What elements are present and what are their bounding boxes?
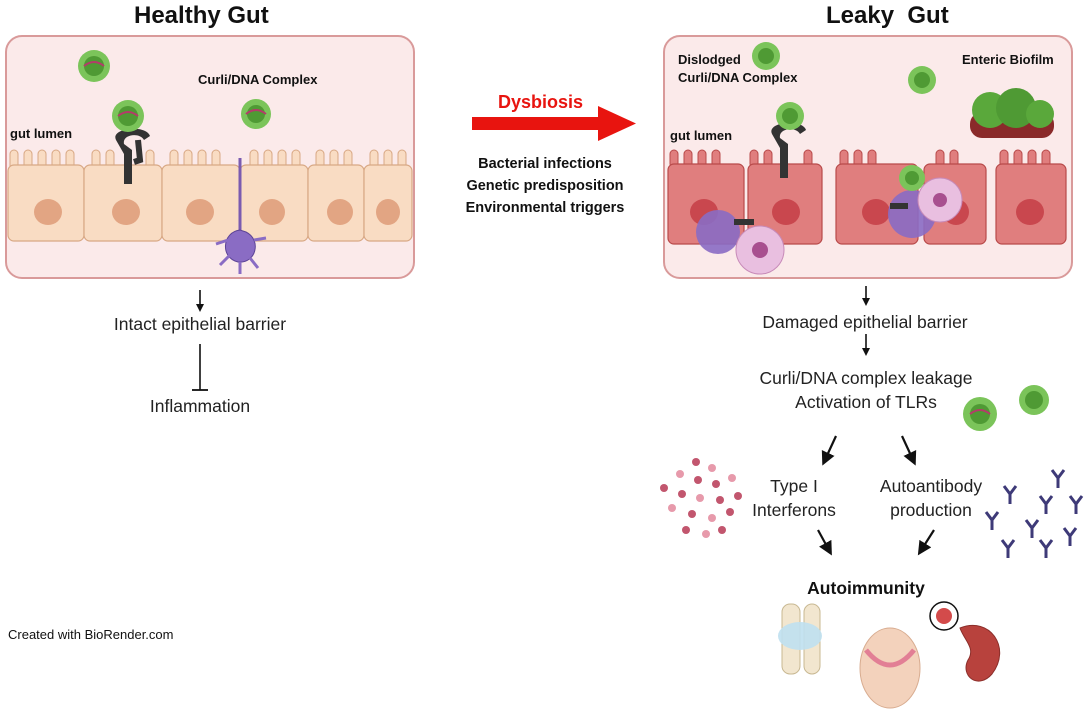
healthy-gut-lumen-label: gut lumen [10, 126, 73, 141]
leaked-curli-icon [963, 385, 1049, 431]
intact-barrier-label: Intact epithelial barrier [113, 314, 287, 334]
healthy-gut-title: Healthy Gut [134, 2, 269, 29]
cause-bacterial-infections: Bacterial infections [478, 156, 612, 172]
curli-dna-complex-icon [78, 50, 271, 132]
leaky-flow-arrows [817, 286, 935, 556]
healthy-epithelium [7, 149, 413, 242]
tlr-receptor-icon [734, 122, 908, 225]
healthy-flow-arrows [192, 290, 208, 391]
damaged-barrier-label: Damaged epithelial barrier [762, 312, 968, 332]
enteric-biofilm-icon [970, 88, 1054, 138]
curli-dna-complex-icon [752, 42, 936, 191]
immune-cells-icon [696, 177, 963, 275]
dysbiosis-label: Dysbiosis [498, 92, 584, 112]
healthy-gut-panel [5, 35, 415, 279]
antibodies-icon [984, 469, 1084, 558]
leaky-gut-panel [663, 35, 1073, 279]
knee-joint-icon [778, 603, 822, 675]
enteric-biofilm-label: Enteric Biofilm [962, 52, 1054, 67]
dislodged-label-line2: Curli/DNA Complex [678, 70, 798, 85]
autoantibody-label-line2: production [890, 500, 972, 520]
inflammation-label: Inflammation [149, 396, 251, 416]
autoantibody-label-line1: Autoantibody [879, 476, 983, 496]
cause-genetic-predisposition: Genetic predisposition [466, 178, 624, 194]
autoimmunity-label: Autoimmunity [807, 578, 925, 598]
cause-environmental-triggers: Environmental triggers [465, 200, 625, 216]
dysbiosis-arrow [472, 106, 636, 141]
dendritic-cell-icon [215, 158, 267, 274]
interferons-label-line1: Type I [770, 476, 818, 496]
kidney-icon [929, 601, 1001, 682]
interferons-label-line2: Interferons [752, 500, 836, 520]
leaky-gut-lumen-label: gut lumen [670, 128, 733, 143]
tlr-receptor-icon [115, 128, 150, 184]
tlr-activation-label: Activation of TLRs [795, 392, 937, 412]
dislodged-label-line1: Dislodged [678, 52, 741, 67]
credit-label: Created with BioRender.com [8, 627, 174, 642]
interferon-molecules-icon [660, 458, 742, 538]
leakage-label: Curli/DNA complex leakage [759, 368, 973, 388]
healthy-curli-label: Curli/DNA Complex [198, 72, 318, 87]
head-icon [859, 627, 921, 709]
leaky-gut-title: Leaky Gut [826, 2, 949, 29]
